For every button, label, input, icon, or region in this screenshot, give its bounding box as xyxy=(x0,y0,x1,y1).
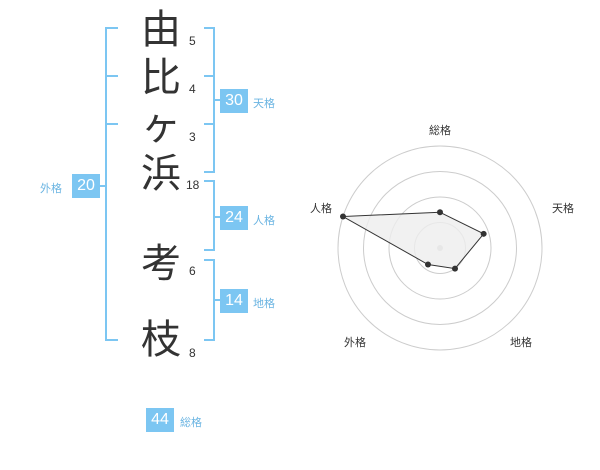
radar-label-gaikaku: 外格 xyxy=(344,335,366,349)
radar-label-tenkaku: 天格 xyxy=(552,201,574,215)
radar-chart: 総格 天格 地格 外格 人格 xyxy=(310,123,574,351)
radar-point-4 xyxy=(425,261,432,268)
stroke-count-6: 8 xyxy=(189,346,196,360)
radar-point-1 xyxy=(437,209,443,216)
radar-ring-2 xyxy=(388,196,492,300)
name-char-4: 浜 xyxy=(141,151,181,197)
gaikaku-bracket xyxy=(105,27,118,341)
radar-point-2 xyxy=(480,230,487,237)
name-char-5: 考 xyxy=(141,241,181,287)
chikaku-label: 地格 xyxy=(253,297,275,310)
radar-label-jinkaku: 人格 xyxy=(310,201,332,215)
name-char-6: 枝 xyxy=(141,317,181,363)
name-char-1: 由 xyxy=(141,7,181,53)
radar-label-soukaku: 総格 xyxy=(429,123,451,137)
tenkaku-bracket xyxy=(204,27,215,173)
radar-label-chikaku: 地格 xyxy=(510,335,532,349)
gaikaku-label: 外格 xyxy=(40,182,62,195)
tenkaku-value-badge: 30 xyxy=(220,89,248,113)
stroke-count-1: 5 xyxy=(189,34,196,48)
gaikaku-value-badge: 20 xyxy=(72,174,100,198)
chikaku-bracket xyxy=(204,259,215,341)
stroke-count-5: 6 xyxy=(189,264,196,278)
jinkaku-label: 人格 xyxy=(253,214,275,227)
stroke-count-2: 4 xyxy=(189,82,196,96)
name-char-2: 比 xyxy=(141,55,181,101)
stroke-count-3: 3 xyxy=(189,130,196,144)
soukaku-label: 総格 xyxy=(180,416,202,429)
radar-point-5 xyxy=(339,213,346,220)
radar-ring-4 xyxy=(337,145,543,351)
radar-polygon xyxy=(341,211,485,270)
chikaku-value-badge: 14 xyxy=(220,289,248,313)
soukaku-value-badge: 44 xyxy=(146,408,174,432)
tenkaku-label: 天格 xyxy=(253,97,275,110)
stroke-count-4: 18 xyxy=(186,178,200,192)
jinkaku-value-badge: 24 xyxy=(220,206,248,230)
radar-point-3 xyxy=(451,265,458,272)
radar-ring-3 xyxy=(363,171,517,325)
jinkaku-bracket xyxy=(204,180,215,251)
name-char-3: ヶ xyxy=(141,103,181,149)
